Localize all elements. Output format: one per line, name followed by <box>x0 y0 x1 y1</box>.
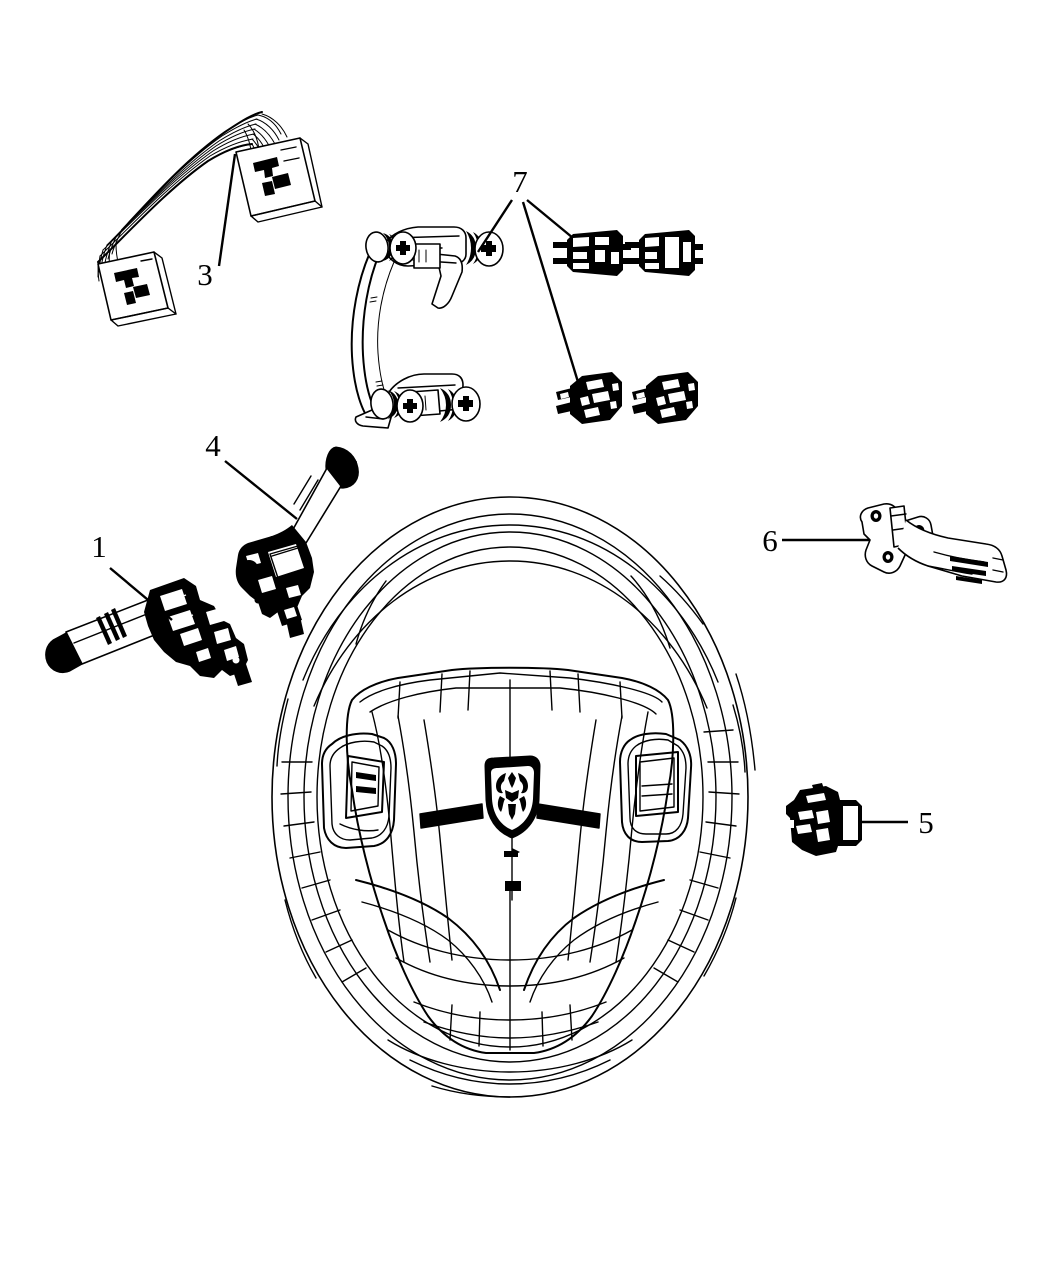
bracket-mount-hole-upper <box>870 510 882 522</box>
right-spoke-switch-pod <box>619 732 693 843</box>
left-spoke-switch-pod <box>321 732 397 849</box>
part-speed-control-switch <box>786 783 862 856</box>
callout-6: 6 <box>762 523 870 558</box>
callout-4-number: 4 <box>205 428 221 463</box>
part-switch-upper-right <box>625 230 703 276</box>
callout-1-number: 1 <box>91 529 107 564</box>
callout-7: 7 <box>476 164 580 383</box>
callout-3-number: 3 <box>197 257 213 292</box>
callout-7-leader-c <box>521 201 580 383</box>
callout-3-leader <box>217 153 237 267</box>
paddle-screw-bottom-left <box>370 388 424 423</box>
part-steering-wheel <box>271 496 756 1098</box>
part-wiper-washer-switch-lever <box>235 446 359 638</box>
paddle-screw-top-left <box>365 231 417 265</box>
callout-1-leader <box>109 567 173 621</box>
paddle-screw-top-right <box>466 231 504 267</box>
callout-4-leader <box>224 460 298 520</box>
paddle-screw-bottom-right <box>440 386 481 422</box>
callout-7-number: 7 <box>512 164 528 199</box>
ram-head-shield-emblem <box>484 755 541 839</box>
callout-7-leader-a <box>476 199 514 253</box>
callout-5: 5 <box>858 805 934 840</box>
part-paddle-shifter-assembly <box>350 226 504 429</box>
callout-4: 4 <box>205 428 298 520</box>
part-switch-lower-left <box>556 372 622 424</box>
part-switch-lower-right <box>632 372 698 424</box>
bracket-mount-hole-lower <box>882 551 894 563</box>
callout-7-leader-b <box>526 199 574 239</box>
part-switch-mounting-bracket <box>859 503 1008 584</box>
horn-bar-right <box>537 804 600 828</box>
part-wiring-harness-jumper <box>97 111 323 327</box>
callout-1: 1 <box>91 529 173 621</box>
callout-3: 3 <box>197 153 237 292</box>
part-multi-function-switch-lever <box>45 578 252 686</box>
horn-bar-left <box>420 804 483 828</box>
part-switch-upper-left <box>553 230 631 276</box>
callout-5-number: 5 <box>918 805 934 840</box>
callout-6-number: 6 <box>762 523 778 558</box>
